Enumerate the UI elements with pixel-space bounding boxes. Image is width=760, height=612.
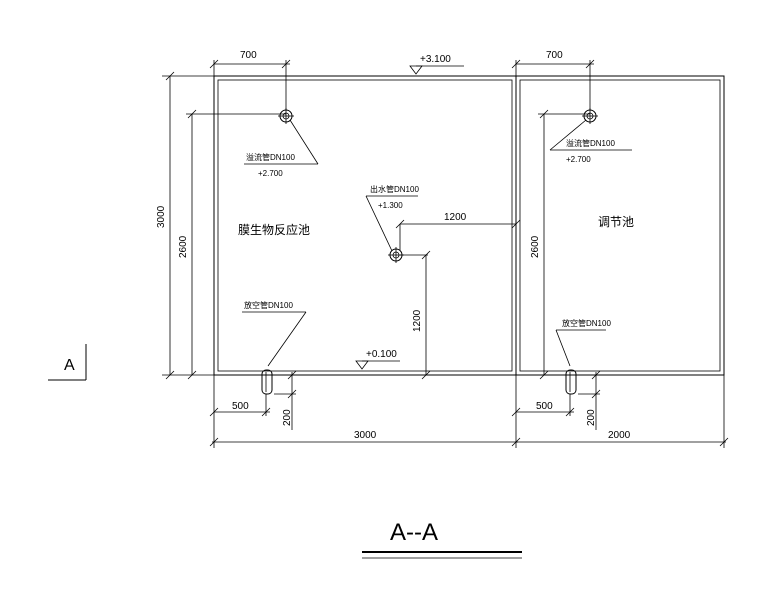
section-marker-label: A (64, 357, 75, 374)
section-marker-icon (48, 344, 87, 381)
outlet-vertical-label: 1200 (412, 309, 423, 332)
outlet-pipe-label: 出水管DN100 (370, 184, 419, 194)
outlet-vertical-dimension (400, 250, 431, 380)
outlet-horizontal-label: 1200 (444, 212, 467, 223)
top-dim-right-label: 700 (546, 50, 563, 61)
left-overflow-pipe-icon (244, 108, 319, 165)
right-overflow-pipe-icon (549, 108, 632, 151)
right-tank-name: 调节池 (598, 215, 634, 229)
top-elevation-label: +3.100 (420, 54, 451, 65)
top-elevation-marker (409, 65, 464, 75)
left-drain-depth-label: 200 (282, 409, 293, 426)
right-overflow-pipe-elevation: +2.700 (566, 155, 591, 164)
right-height-dimension (538, 109, 590, 380)
right-width-label: 2000 (608, 430, 631, 441)
drawing-title: A--A (390, 519, 438, 546)
outlet-pipe-elevation: +1.300 (378, 201, 403, 210)
right-drain-offset-label: 500 (536, 401, 553, 412)
left-drain-offset-label: 500 (232, 401, 249, 412)
left-overflow-pipe-elevation: +2.700 (258, 169, 283, 178)
right-drain-depth-label: 200 (586, 409, 597, 426)
left-water-height-label: 2600 (178, 235, 189, 258)
left-total-height-label: 3000 (156, 205, 167, 228)
left-height-dimensions (162, 71, 286, 380)
outlet-horizontal-dimension (395, 219, 521, 250)
right-width-dimension (516, 375, 729, 448)
right-drain-pipe-icon (555, 329, 606, 395)
top-dimension-left (209, 59, 291, 110)
left-width-label: 3000 (354, 430, 377, 441)
left-overflow-pipe-label: 溢流管DN100 (246, 152, 295, 162)
tank-outlines (213, 75, 725, 376)
left-drain-dimensions (209, 370, 297, 448)
title-underline (362, 551, 522, 559)
left-drain-pipe-icon (242, 311, 307, 395)
top-dimension-right (511, 59, 595, 110)
bottom-elevation-label: +0.100 (366, 349, 397, 360)
right-overflow-pipe-label: 溢流管DN100 (566, 138, 615, 148)
top-dim-left-label: 700 (240, 50, 257, 61)
right-drain-pipe-label: 放空管DN100 (562, 318, 611, 328)
left-drain-pipe-label: 放空管DN100 (244, 300, 293, 310)
bottom-elevation-marker (355, 360, 400, 370)
right-drain-dimensions (511, 370, 601, 430)
left-tank-name: 膜生物反应池 (238, 222, 310, 237)
right-water-height-label: 2600 (530, 235, 541, 258)
